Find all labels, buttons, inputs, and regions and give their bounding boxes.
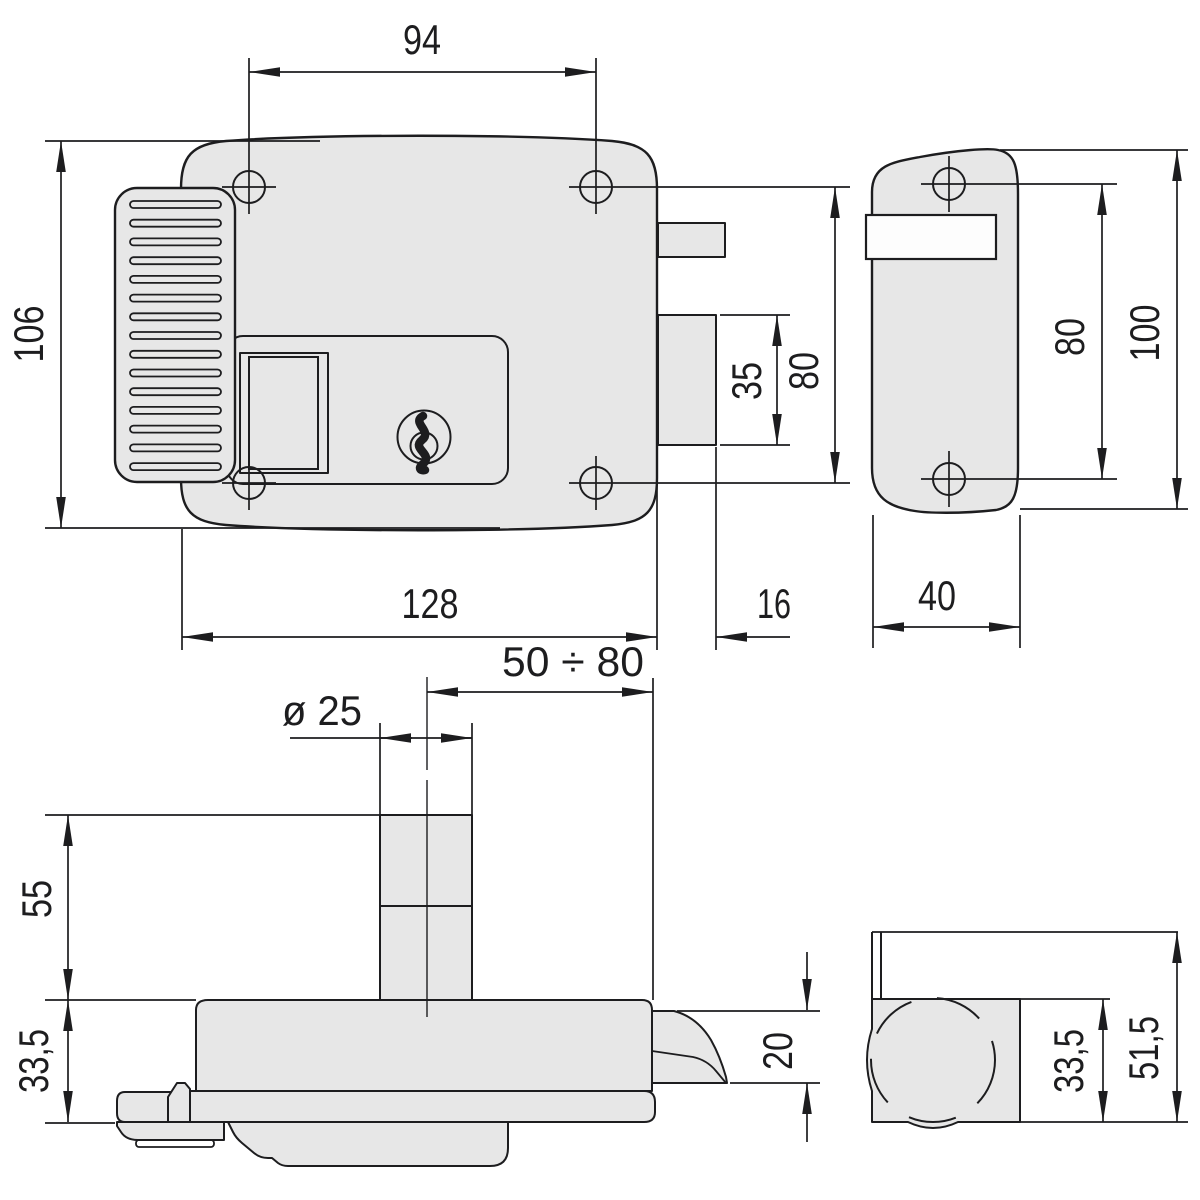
dim-label-128: 128 (402, 580, 459, 627)
rib-slot (129, 293, 222, 303)
screw-hole-icon-bottom-left (222, 456, 276, 510)
roller-box-body (866, 998, 1021, 1129)
key-profile-icon (414, 411, 431, 475)
rib-slot (129, 218, 222, 228)
rib-slot (129, 405, 222, 415)
screw-hole-icon-bottom-right (569, 456, 850, 510)
dimension-body-width: 128 (181, 447, 658, 650)
rib-slot (129, 312, 222, 322)
deadbolt-block (657, 314, 717, 446)
dimension-latch-protrusion: 16 (715, 447, 791, 650)
top-view (116, 677, 728, 1167)
dim-label-33-5-left: 33,5 (10, 1029, 57, 1093)
dim-label-55: 55 (13, 880, 60, 918)
strike-plate-body (870, 148, 1020, 514)
ventilation-ribs (129, 200, 222, 472)
dimension-body-height: 106 (5, 140, 500, 529)
front-view (113, 134, 850, 532)
rib-slot (129, 462, 222, 472)
bottom-lip (116, 1121, 225, 1141)
dim-label-51-5: 51,5 (1120, 1016, 1167, 1080)
rib-slot (129, 237, 222, 247)
lock-body-top (195, 999, 653, 1092)
strike-plate-slot (864, 213, 998, 261)
dimension-roller-box-depth: 33,5 (1020, 999, 1188, 1123)
dim-label-80-front: 80 (780, 352, 827, 390)
slider-button (239, 352, 329, 474)
rib-slot (129, 349, 222, 359)
rib-slot (129, 443, 222, 453)
slider-button-face (248, 356, 319, 470)
strike-plate-front-view (864, 148, 1117, 514)
dim-label-40: 40 (918, 572, 956, 619)
dim-label-94: 94 (403, 16, 441, 63)
rib-slot (129, 274, 222, 284)
key-cylinder-icon (396, 409, 452, 475)
dim-label-35: 35 (723, 362, 770, 400)
dimension-hole-spacing-horizontal: 94 (248, 16, 597, 214)
dim-label-33-5-right: 33,5 (1045, 1029, 1092, 1093)
dimension-cylinder-stem-length: 55 (13, 814, 470, 1001)
dim-label-20: 20 (754, 1032, 801, 1070)
dim-label-dia-25: ø 25 (282, 687, 362, 734)
dim-label-80-strike: 80 (1046, 318, 1093, 356)
bottom-cover (227, 1121, 509, 1167)
fixing-clip-tab (167, 1082, 191, 1123)
faceplate-band (189, 1090, 656, 1123)
dimension-body-depth-left: 33,5 (10, 1000, 115, 1124)
dimension-latch-throw: 20 (677, 952, 820, 1142)
screw-hole-icon-strike-top (921, 156, 1117, 212)
latch-wedge-bevel (651, 1050, 727, 1084)
dimension-total-depth: 51,5 (1120, 932, 1182, 1122)
dim-label-106: 106 (5, 306, 52, 363)
latch-wedge-top (651, 1010, 728, 1084)
rib-slot (129, 331, 222, 340)
dim-label-50-80: 50 ÷ 80 (502, 638, 644, 685)
roller-dashed-circle (870, 997, 996, 1123)
dim-label-16: 16 (757, 580, 791, 627)
bottom-lip-step (135, 1139, 215, 1148)
dimension-strike-width: 40 (872, 515, 1021, 648)
dimension-strike-height: 100 (1000, 149, 1188, 510)
dimension-backset-range: 50 ÷ 80 (427, 638, 654, 1000)
rib-slot (129, 256, 222, 266)
rib-slot (129, 200, 222, 209)
screw-hole-icon-strike-bottom (921, 451, 1117, 507)
rib-slot (129, 424, 222, 434)
latch-bolt-small (657, 222, 726, 258)
rib-slot (129, 387, 222, 397)
dimension-deadbolt-height: 35 (720, 314, 790, 446)
dimension-strike-hole-spacing: 80 (1046, 184, 1107, 479)
strike-box-side-view (866, 931, 1178, 1129)
rib-slot (129, 368, 222, 378)
dim-label-100: 100 (1121, 305, 1168, 362)
dimension-cylinder-diameter: ø 25 (282, 687, 473, 815)
dimension-hole-spacing-vertical: 80 (780, 187, 840, 483)
cylinder-stem (379, 814, 473, 1001)
